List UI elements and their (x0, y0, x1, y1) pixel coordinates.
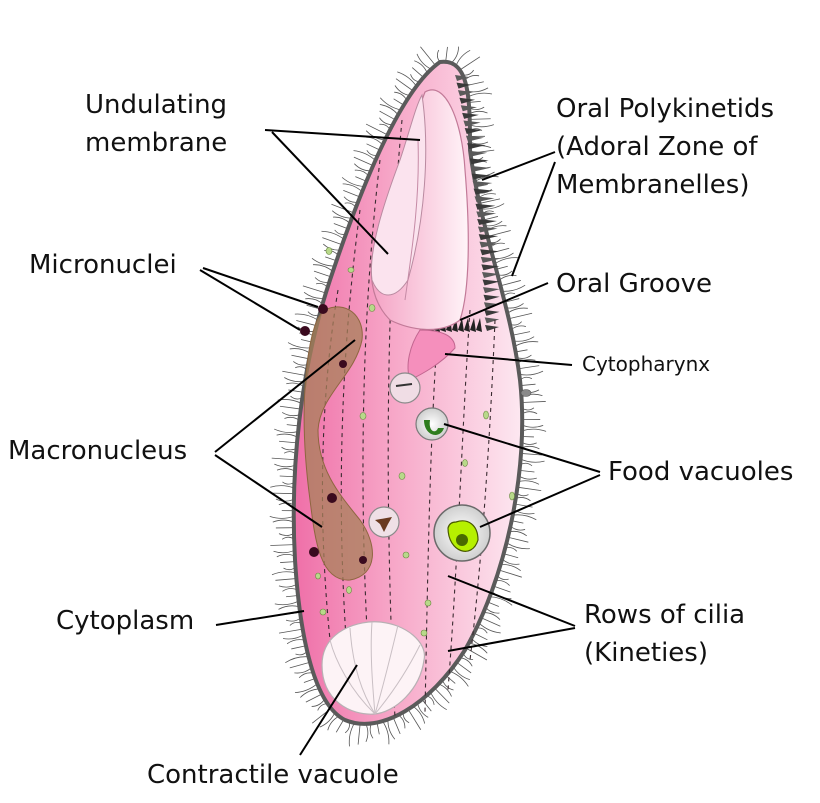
food-vacuole-small (415, 407, 449, 441)
cytoplasm-granules (315, 247, 532, 637)
label-oral-polykinetids-2: (Adoral Zone of (556, 132, 758, 162)
forming-vacuole (389, 372, 421, 404)
macronucleus (303, 306, 373, 581)
micronuclei-dots (300, 304, 367, 564)
label-oral-polykinetids-1: Oral Polykinetids (556, 94, 774, 124)
label-contractile-vacuole: Contractile vacuole (147, 760, 399, 790)
food-vacuole-large (433, 504, 491, 562)
label-food-vacuoles: Food vacuoles (608, 457, 793, 487)
label-oral-groove: Oral Groove (556, 269, 712, 299)
leader-lines (199, 129, 601, 756)
label-undulating-membrane-1: Undulating (85, 90, 227, 120)
oral-polykinetids (422, 75, 500, 332)
cytopharynx (407, 329, 456, 381)
label-rows-of-cilia-1: Rows of cilia (584, 600, 745, 630)
label-macronucleus: Macronucleus (8, 436, 187, 466)
food-vacuole-brown (368, 506, 400, 538)
label-rows-of-cilia-2: (Kineties) (584, 638, 708, 668)
label-oral-polykinetids-3: Membranelles) (556, 170, 750, 200)
label-cytoplasm: Cytoplasm (56, 606, 194, 636)
contractile-vacuole (321, 621, 425, 715)
label-micronuclei: Micronuclei (29, 250, 177, 280)
label-undulating-membrane-2: membrane (85, 128, 227, 158)
label-cytopharynx: Cytopharynx (582, 352, 710, 376)
